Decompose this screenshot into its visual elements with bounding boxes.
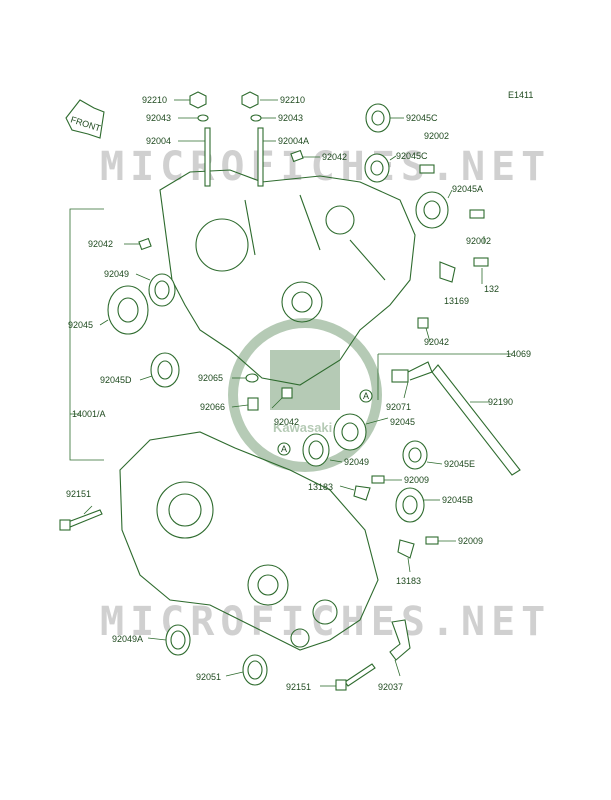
bolt-92009-top bbox=[371, 475, 385, 484]
plate-13183 bbox=[397, 539, 415, 559]
stud-92004 bbox=[204, 127, 211, 187]
bearing-92049-mid bbox=[302, 433, 330, 467]
dowel-92042-left bbox=[138, 237, 152, 251]
ref-marker-a-upper: A bbox=[359, 389, 373, 403]
seal-92049a bbox=[165, 624, 191, 656]
bearing-92045 bbox=[107, 285, 149, 335]
bolt-92151-bottom bbox=[335, 663, 376, 691]
bearing-92045d bbox=[150, 352, 180, 388]
svg-text:A: A bbox=[363, 391, 369, 401]
bearing-92045e bbox=[402, 440, 428, 470]
label-92045d: 92045D bbox=[100, 375, 132, 385]
label-92042-top: 92042 bbox=[322, 152, 347, 162]
bearing-92045c bbox=[364, 153, 390, 183]
plug-92002 bbox=[469, 209, 485, 219]
label-92045c-top: 92045C bbox=[406, 113, 438, 123]
nut-92210-left bbox=[189, 91, 207, 109]
label-92045a: 92045A bbox=[452, 184, 483, 194]
label-92045c: 92045C bbox=[396, 151, 428, 161]
washer-92043-right bbox=[250, 114, 262, 122]
bearing-92045a bbox=[415, 191, 449, 229]
label-92151-bottom: 92151 bbox=[286, 682, 311, 692]
label-92043-right: 92043 bbox=[278, 113, 303, 123]
logo-text: Kawasaki bbox=[273, 420, 332, 435]
stud-92004a bbox=[257, 127, 264, 187]
front-arrow-icon: FRONT bbox=[65, 99, 105, 139]
label-92049a: 92049A bbox=[112, 634, 143, 644]
upper-crankcase bbox=[159, 169, 416, 386]
leader-lines bbox=[83, 99, 512, 687]
label-14069: 14069 bbox=[506, 349, 531, 359]
label-92190: 92190 bbox=[488, 397, 513, 407]
label-92051: 92051 bbox=[196, 672, 221, 682]
label-92210-left: 92210 bbox=[142, 95, 167, 105]
label-92009-top: 92009 bbox=[404, 475, 429, 485]
label-13183-top: 13183 bbox=[308, 482, 333, 492]
label-92066: 92066 bbox=[200, 402, 225, 412]
bearing-92045b bbox=[395, 487, 425, 523]
label-92037: 92037 bbox=[378, 682, 403, 692]
kawasaki-logo: Kawasaki bbox=[228, 318, 382, 472]
bearing-92049 bbox=[148, 273, 176, 307]
label-92004a: 92004A bbox=[278, 136, 309, 146]
label-14001a: 14001/A bbox=[72, 409, 106, 419]
label-92151-left: 92151 bbox=[66, 489, 91, 499]
label-92002: 92002 bbox=[466, 236, 491, 246]
washer-92043-left bbox=[197, 114, 209, 122]
label-92004: 92004 bbox=[146, 136, 171, 146]
assembly-bracket-14069 bbox=[377, 353, 500, 400]
label-92045e: 92045E bbox=[444, 459, 475, 469]
watermark-top: MICROFICHES.NET bbox=[100, 144, 551, 190]
dowel-92042-top bbox=[290, 149, 304, 163]
assembly-bracket-14001 bbox=[69, 208, 104, 461]
dowel-92042-right bbox=[417, 317, 429, 329]
label-13169: 13169 bbox=[444, 296, 469, 306]
lower-crankcase bbox=[119, 431, 379, 651]
plug-92002-top bbox=[419, 164, 435, 174]
label-92071: 92071 bbox=[386, 402, 411, 412]
label-92049: 92049 bbox=[104, 269, 129, 279]
bracket-92037 bbox=[389, 619, 411, 661]
label-92042-mid: 92042 bbox=[274, 417, 299, 427]
dowel-92042-mid bbox=[281, 387, 293, 399]
cap-92065 bbox=[245, 373, 259, 383]
fitting-92071 bbox=[391, 361, 433, 383]
label-92002-top: 92002 bbox=[424, 131, 449, 141]
plate-13169 bbox=[439, 261, 456, 283]
label-92065: 92065 bbox=[198, 373, 223, 383]
label-92043-left: 92043 bbox=[146, 113, 171, 123]
label-92042-right: 92042 bbox=[424, 337, 449, 347]
plug-92066 bbox=[247, 397, 259, 411]
label-92045-mid: 92045 bbox=[390, 417, 415, 427]
svg-text:A: A bbox=[281, 444, 287, 454]
part-labels: 92210 92210 92043 92043 92004 92004A 920… bbox=[66, 95, 531, 692]
plate-13183-top bbox=[353, 485, 371, 501]
seal-92051 bbox=[242, 654, 268, 686]
label-92049-mid: 92049 bbox=[344, 457, 369, 467]
label-92045b: 92045B bbox=[442, 495, 473, 505]
diagram-code: E1411 bbox=[508, 90, 533, 100]
bearing-92045-mid bbox=[333, 413, 367, 451]
label-13183: 13183 bbox=[396, 576, 421, 586]
label-92042-left: 92042 bbox=[88, 239, 113, 249]
label-92009: 92009 bbox=[458, 536, 483, 546]
label-92210-right: 92210 bbox=[280, 95, 305, 105]
ref-marker-a-lower: A bbox=[277, 442, 291, 456]
bolt-92151-left bbox=[59, 509, 103, 531]
bearing-92045c-top bbox=[365, 103, 391, 133]
label-132: 132 bbox=[484, 284, 499, 294]
bolt-132 bbox=[473, 257, 489, 267]
bolt-92009 bbox=[425, 536, 439, 545]
hose-92190 bbox=[431, 364, 521, 476]
nut-92210-right bbox=[241, 91, 259, 109]
label-92045: 92045 bbox=[68, 320, 93, 330]
